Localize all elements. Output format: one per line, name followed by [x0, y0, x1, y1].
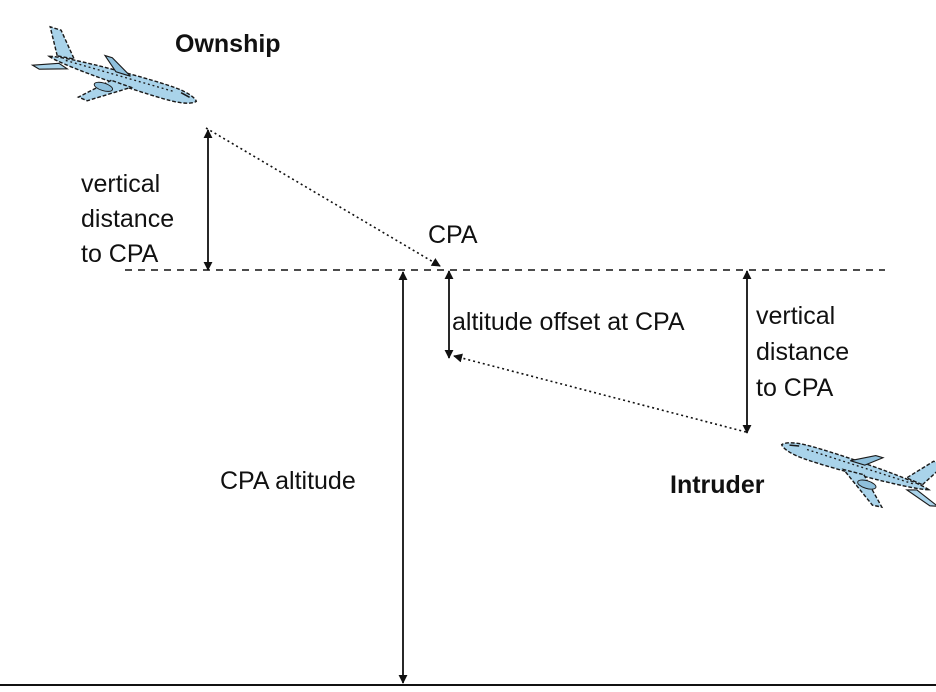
cpa-label: CPA	[428, 221, 478, 249]
cpa-altitude-label: CPA altitude	[220, 467, 356, 495]
ownship-label: Ownship	[175, 30, 281, 58]
ownship-vertical-distance-label: vertical distance to CPA	[81, 170, 181, 268]
intruder-vd-line-2: distance	[756, 338, 849, 366]
intruder-trajectory	[453, 353, 747, 433]
intruder-vd-line-1: vertical	[756, 302, 835, 330]
ownship-vd-line-1: vertical	[81, 170, 160, 198]
ownship-vd-line-2: distance	[81, 205, 174, 233]
altitude-offset-label: altitude offset at CPA	[452, 308, 685, 336]
intruder-label: Intruder	[670, 471, 765, 499]
intruder-airplane-icon	[771, 416, 936, 525]
ownship-trajectory	[205, 127, 441, 267]
ownship-vd-line-3: to CPA	[81, 240, 159, 268]
intruder-vd-line-3: to CPA	[756, 374, 834, 402]
intruder-vertical-distance-label: vertical distance to CPA	[756, 302, 856, 402]
